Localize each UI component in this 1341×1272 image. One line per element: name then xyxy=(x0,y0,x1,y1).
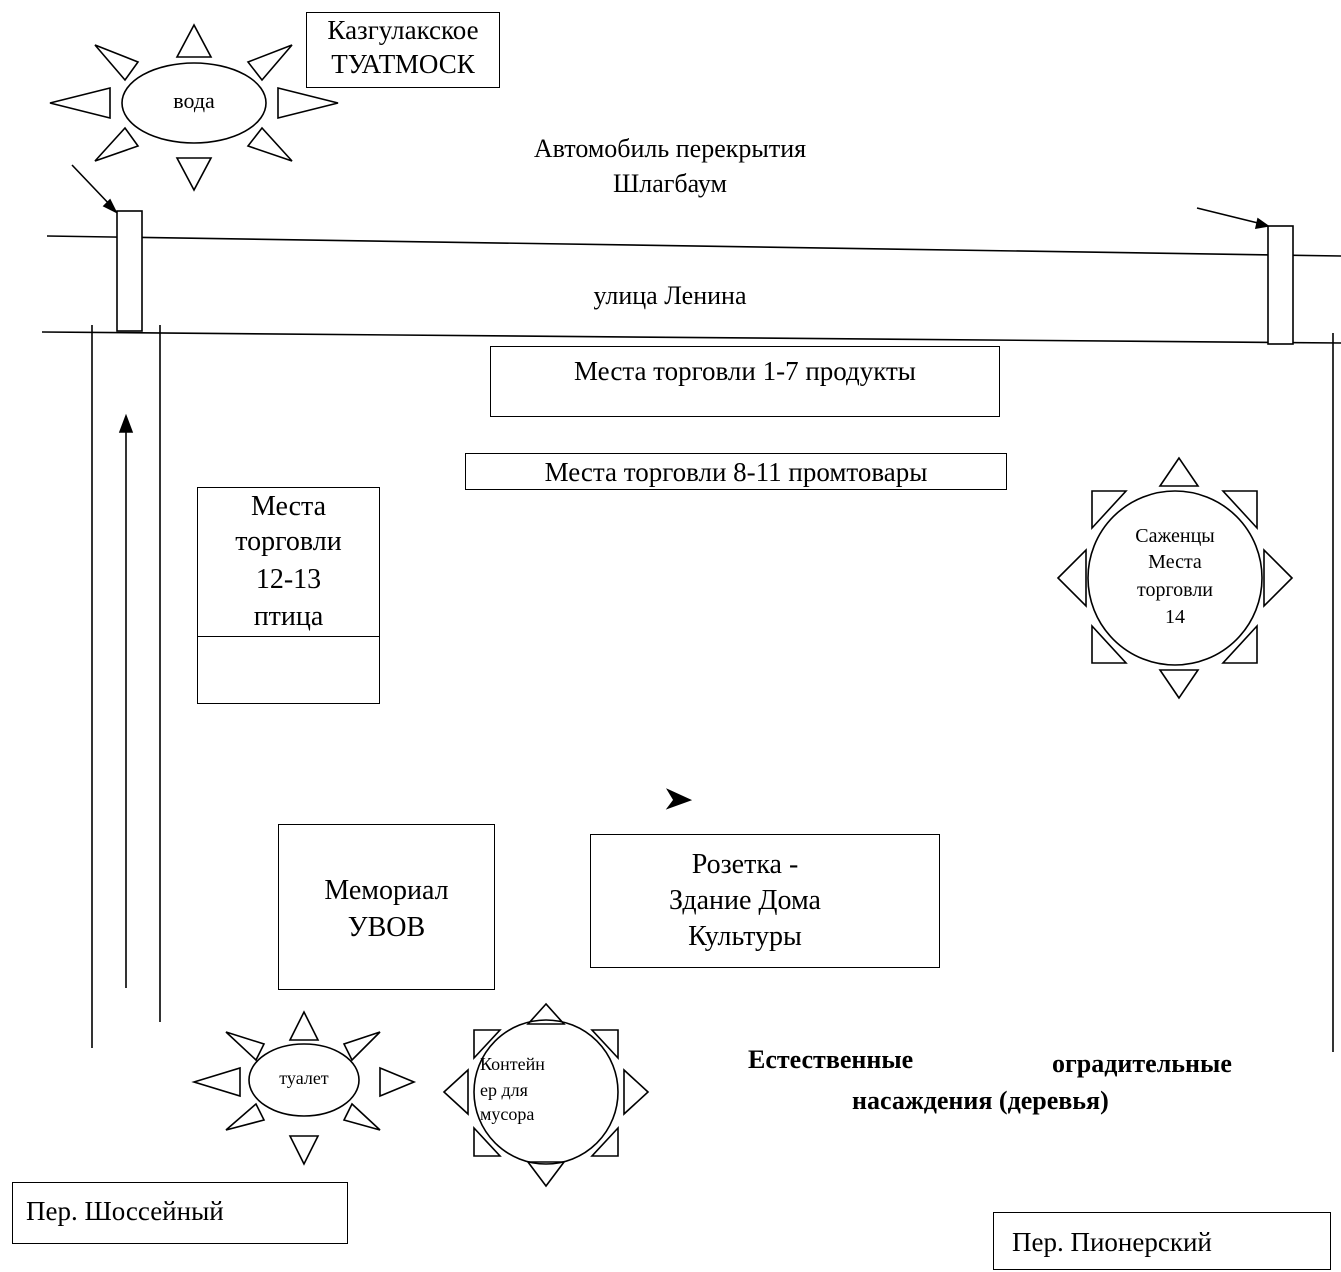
culture-house-line-1: Розетка - xyxy=(691,849,799,880)
memorial-line-1: Мемориал xyxy=(324,875,449,906)
container-sun-symbol xyxy=(442,1002,650,1188)
street-bottom-line xyxy=(41,331,1341,344)
toilet-label: туалет xyxy=(279,1068,329,1088)
water-label: вода xyxy=(173,88,215,113)
trade-12-13-box xyxy=(197,487,380,704)
street-label: улица Ленина xyxy=(593,281,747,310)
stray-arrow-mark xyxy=(665,788,693,810)
trade-12-13-line-4: птица xyxy=(253,601,324,632)
container-line-2: ер для xyxy=(480,1080,528,1100)
memorial-line-2: УВОВ xyxy=(347,912,426,943)
trade-8-11-label: Места торговли 8-11 промтовары xyxy=(544,457,928,487)
trade-12-13-line-3: 12-13 xyxy=(255,564,322,595)
barrier-line-2: Шлагбаум xyxy=(613,169,727,198)
arrow-to-right-barrier xyxy=(1196,207,1263,225)
lane-left-box xyxy=(12,1182,348,1244)
culture-house-box xyxy=(590,834,940,968)
trade-1-7-box xyxy=(490,346,1000,417)
street-top-line xyxy=(46,235,1341,257)
trade-12-13-line-1: Места xyxy=(250,491,327,522)
lane-right-box xyxy=(993,1212,1331,1270)
trade-12-13-line-2: торговли xyxy=(235,526,342,557)
culture-house-line-3: Культуры xyxy=(688,921,802,952)
seedlings-line-4: 14 xyxy=(1165,606,1185,628)
title-line-1: Казгулакское xyxy=(327,15,479,45)
container-line-1: Контейн xyxy=(480,1054,545,1074)
memorial-box xyxy=(278,824,495,990)
barrier-post-right xyxy=(1267,225,1294,345)
trees-line-1b: оградительные xyxy=(1052,1049,1232,1078)
trade-8-11-box xyxy=(465,453,1007,490)
barrier-line-1: Автомобиль перекрытия xyxy=(533,134,807,163)
culture-house-line-2: Здание Дома xyxy=(669,885,821,916)
toilet-sun-symbol xyxy=(191,1010,417,1166)
title-line-2: ТУАТМОСК xyxy=(331,49,475,79)
trade-12-13-divider xyxy=(197,636,380,637)
title-box xyxy=(306,12,500,88)
trees-line-2: насаждения (деревья) xyxy=(852,1086,1109,1115)
trees-line-1a: Естественные xyxy=(748,1045,914,1074)
barrier-post-left xyxy=(116,210,143,332)
trade-1-7-label: Места торговли 1-7 продукты xyxy=(574,356,916,386)
lane-right-label: Пер. Пионерский xyxy=(1012,1227,1212,1257)
water-sun-symbol xyxy=(49,23,339,192)
arrow-to-left-barrier xyxy=(71,164,113,208)
seedlings-line-1: Саженцы xyxy=(1135,525,1215,547)
seedlings-sun-symbol xyxy=(1056,456,1294,700)
seedlings-line-3: торговли xyxy=(1136,579,1214,601)
seedlings-line-2: Места xyxy=(1148,551,1202,573)
lane-left-label: Пер. Шоссейный xyxy=(26,1196,224,1226)
container-line-3: мусора xyxy=(480,1104,535,1124)
